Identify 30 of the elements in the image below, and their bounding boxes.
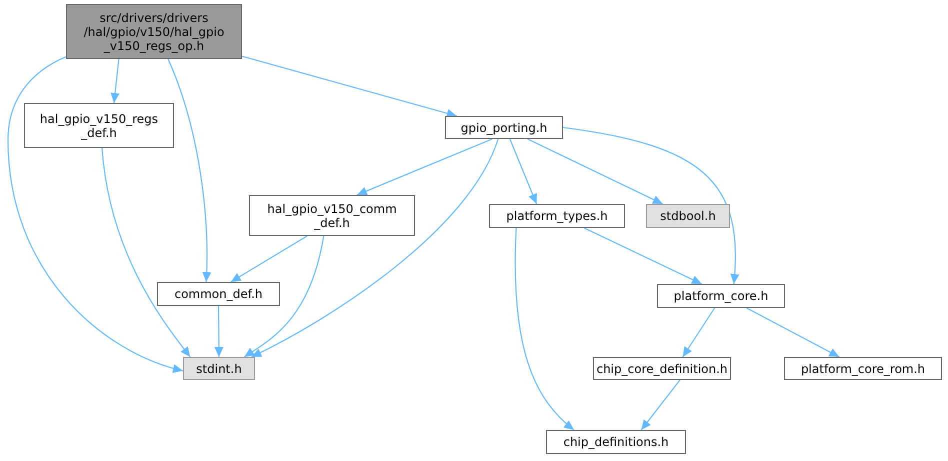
file-box: chip_definitions.h [546, 430, 686, 454]
file-box: chip_core_definition.h [593, 357, 731, 380]
arrow [356, 138, 492, 196]
file-box: platform_types.h [489, 204, 625, 228]
arrow [640, 380, 680, 430]
arrow [230, 236, 308, 282]
arrow [584, 228, 702, 284]
file-box: platform_core.h [657, 284, 785, 308]
file-box: src/drivers/drivers /hal/gpio/v150/hal_gpio _v150_regs_op.h [66, 4, 242, 59]
arrow [101, 148, 191, 358]
arrow [746, 308, 840, 358]
arrow [242, 56, 457, 118]
file-box: hal_gpio_v150_comm _def.h [249, 195, 415, 236]
file-box: stdint.h [183, 357, 255, 380]
arrow [7, 56, 184, 372]
arrow [562, 126, 739, 284]
arrow [527, 138, 664, 204]
arrow [509, 138, 538, 204]
arrow [214, 306, 224, 357]
arrow [110, 58, 120, 104]
arrow [244, 236, 324, 358]
arrow [514, 228, 574, 430]
arrow [251, 138, 499, 358]
file-box: common_def.h [157, 282, 280, 306]
file-box: gpio_porting.h [445, 116, 563, 139]
arrow [168, 58, 212, 282]
arrow [682, 308, 716, 358]
file-box: stdbool.h [646, 204, 730, 228]
file-box: hal_gpio_v150_regs _def.h [24, 103, 174, 148]
file-box: platform_core_rom.h [784, 357, 942, 380]
